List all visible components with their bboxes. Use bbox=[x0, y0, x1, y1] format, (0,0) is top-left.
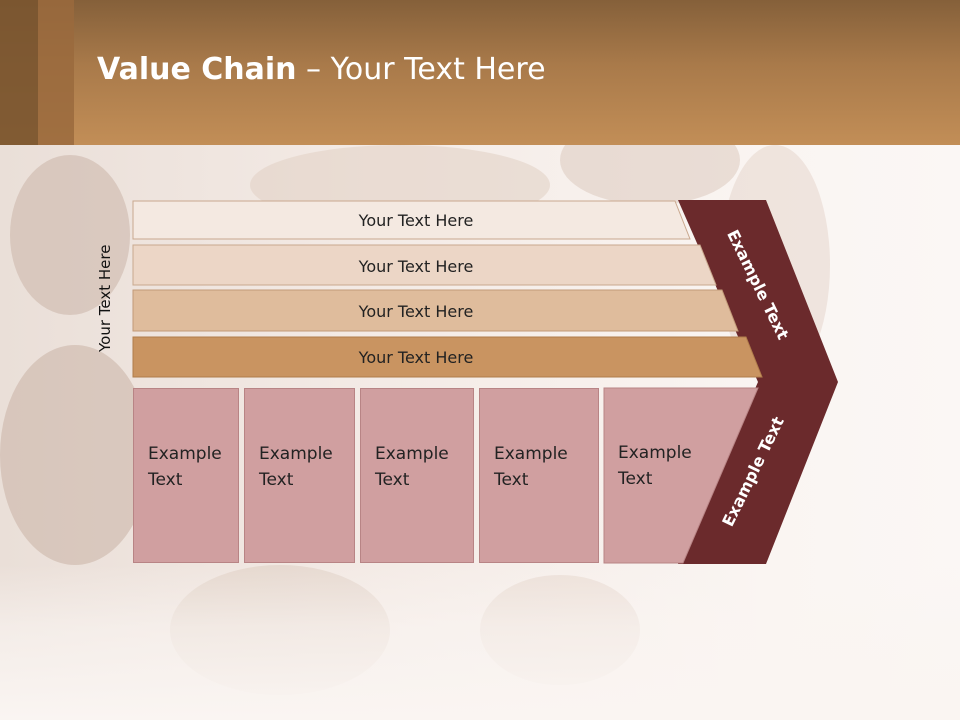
box-line2: Text bbox=[259, 470, 294, 490]
title-bold: Value Chain bbox=[97, 52, 297, 87]
activity-box-4: Example Text bbox=[479, 388, 599, 563]
header-stripe bbox=[38, 0, 74, 145]
band-1: Your Text Here bbox=[133, 201, 699, 239]
band-label: Your Text Here bbox=[358, 210, 474, 230]
title-rest: – Your Text Here bbox=[296, 52, 546, 87]
activity-box-3: Example Text bbox=[360, 388, 474, 563]
activity-box-5: Example Text bbox=[604, 388, 724, 563]
band-label: Your Text Here bbox=[358, 347, 474, 367]
band-3: Your Text Here bbox=[133, 292, 699, 330]
box-line1: Example bbox=[259, 444, 333, 464]
photo-figure bbox=[0, 345, 150, 565]
band-label: Your Text Here bbox=[358, 256, 474, 276]
box-line2: Text bbox=[618, 469, 653, 489]
box-line1: Example bbox=[494, 444, 568, 464]
vertical-label: Your Text Here bbox=[96, 244, 114, 352]
box-line1: Example bbox=[618, 443, 692, 463]
box-line2: Text bbox=[148, 470, 183, 490]
box-line2: Text bbox=[494, 470, 529, 490]
photo-figure bbox=[720, 145, 830, 385]
activity-box-2: Example Text bbox=[244, 388, 355, 563]
box-line2: Text bbox=[375, 470, 410, 490]
header-bar: Value Chain – Your Text Here bbox=[0, 0, 960, 145]
band-label: Your Text Here bbox=[358, 301, 474, 321]
band-4: Your Text Here bbox=[133, 338, 699, 376]
box-line1: Example bbox=[375, 444, 449, 464]
photo-figure bbox=[10, 155, 130, 315]
reflection-fade bbox=[0, 565, 960, 720]
photo-figure bbox=[560, 145, 740, 205]
page-title: Value Chain – Your Text Here bbox=[97, 52, 546, 87]
reflection: Example Text Example Text Example Text E… bbox=[0, 565, 960, 720]
header-stripe bbox=[0, 0, 38, 145]
activity-box-1: Example Text bbox=[133, 388, 239, 563]
box-line1: Example bbox=[148, 444, 222, 464]
band-2: Your Text Here bbox=[133, 247, 699, 285]
